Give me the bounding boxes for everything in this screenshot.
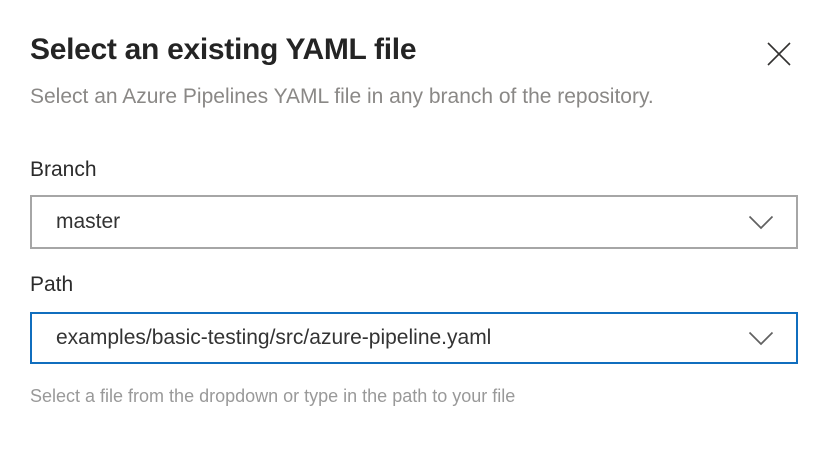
chevron-down-icon xyxy=(748,331,774,346)
dialog-subtitle: Select an Azure Pipelines YAML file in a… xyxy=(30,85,654,108)
path-helper-text: Select a file from the dropdown or type … xyxy=(30,386,516,406)
chevron-down-icon xyxy=(748,215,774,230)
path-dropdown[interactable]: examples/basic-testing/src/azure-pipelin… xyxy=(30,312,798,364)
dialog-title: Select an existing YAML file xyxy=(30,33,417,66)
branch-dropdown-value: master xyxy=(56,210,121,233)
path-label: Path xyxy=(30,273,74,296)
path-dropdown-value: examples/basic-testing/src/azure-pipelin… xyxy=(56,326,492,349)
branch-dropdown[interactable]: master xyxy=(30,195,798,249)
branch-label: Branch xyxy=(30,158,97,181)
close-icon xyxy=(765,40,793,71)
close-button[interactable] xyxy=(762,38,796,72)
